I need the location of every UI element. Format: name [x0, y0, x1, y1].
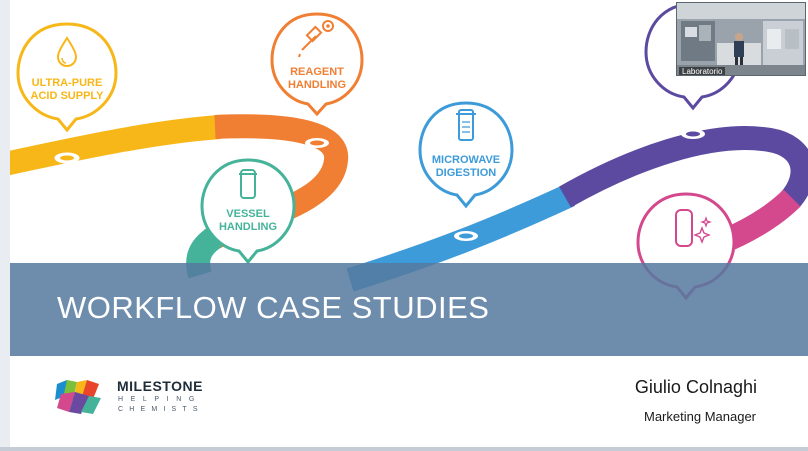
shared-slide: ULTRA-PURE ACID SUPPLY REAGENT HANDLING — [10, 0, 808, 451]
step-label: HANDLING — [219, 221, 277, 233]
road-segment-purple — [559, 126, 808, 208]
road-stop-marker — [459, 233, 473, 239]
brand-name: MILESTONE — [117, 378, 203, 394]
meeting-bottom-bar — [0, 447, 808, 451]
title-banner: WORKFLOW CASE STUDIES — [10, 263, 808, 356]
road-stop-marker — [686, 131, 700, 137]
step-pin-vessel-handling: VESSEL HANDLING — [200, 158, 296, 265]
step-label: REAGENT — [290, 66, 344, 78]
road-stop-marker — [60, 155, 74, 161]
presenter-name: Giulio Colnaghi — [634, 377, 757, 397]
brand-tagline: CHEMISTS — [118, 406, 204, 413]
brand-tagline: HELPING — [118, 396, 202, 403]
milestone-logo — [55, 380, 101, 414]
step-label: DIGESTION — [436, 167, 497, 179]
step-pin-microwave-digestion: MICROWAVE DIGESTION — [418, 101, 514, 209]
step-label: ACID SUPPLY — [31, 90, 105, 102]
step-label: ULTRA-PURE — [32, 77, 103, 89]
acid-drop-icon — [56, 36, 78, 68]
microwave-vessel-icon — [456, 109, 476, 141]
road-stop-marker — [310, 140, 324, 146]
slide-title: WORKFLOW CASE STUDIES — [57, 290, 490, 325]
vessel-tube-icon — [239, 169, 257, 199]
slide-footer: MILESTONE HELPING CHEMISTS Giulio Colnag… — [10, 356, 808, 451]
participant-name-label: Laboratorio — [679, 67, 726, 75]
step-pin-acid-supply: ULTRA-PURE ACID SUPPLY — [16, 22, 118, 133]
step-label: MICROWAVE — [432, 154, 500, 166]
dropper-gear-icon — [298, 20, 334, 58]
video-feed — [677, 3, 805, 75]
participant-video-tile[interactable]: Laboratorio — [676, 2, 806, 76]
clean-vessel-icon — [675, 209, 712, 247]
step-pin-reagent-handling: REAGENT HANDLING — [270, 12, 364, 117]
presenter-role: Marketing Manager — [644, 409, 756, 424]
step-label: HANDLING — [288, 79, 346, 91]
step-label: VESSEL — [226, 208, 270, 220]
road-segment-yellow — [10, 115, 221, 176]
